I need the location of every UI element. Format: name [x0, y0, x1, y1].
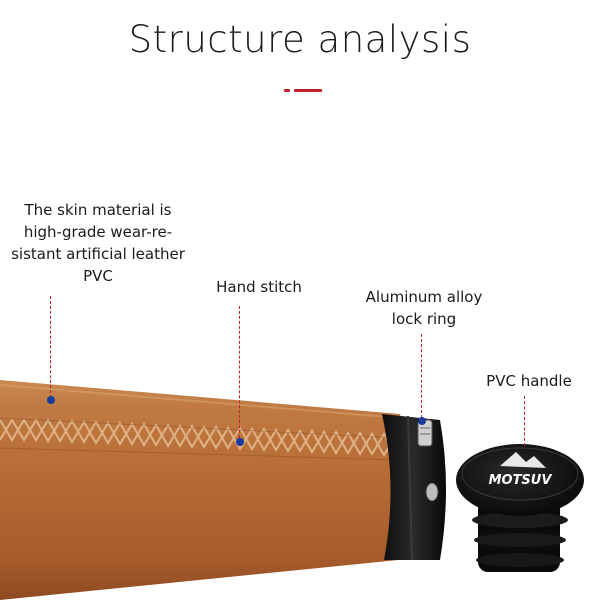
callout-ring-label: Aluminum alloy lock ring — [365, 288, 483, 328]
end-plug: MOTSUV — [456, 444, 584, 572]
callout-stitch-marker — [236, 438, 244, 446]
title-accent-short — [284, 89, 290, 92]
callout-stitch-leader — [239, 306, 240, 438]
callout-plug-leader — [524, 396, 525, 446]
callout-ring-leader — [421, 334, 422, 418]
leather-grip — [0, 380, 406, 600]
callout-skin-label: The skin material is high-grade wear-re-… — [11, 201, 185, 285]
callout-plug-label: PVC handle — [486, 372, 572, 390]
brand-logo: MOTSUV — [489, 473, 553, 488]
callout-skin-marker — [47, 396, 55, 404]
callout-ring-marker — [418, 417, 426, 425]
lock-ring — [382, 414, 446, 561]
title-accent-long — [294, 89, 322, 92]
page-title: Structure analysis — [128, 18, 472, 61]
callout-stitch-label: Hand stitch — [216, 278, 302, 296]
stitch-seam — [0, 418, 397, 457]
callout-skin-leader — [50, 296, 51, 398]
